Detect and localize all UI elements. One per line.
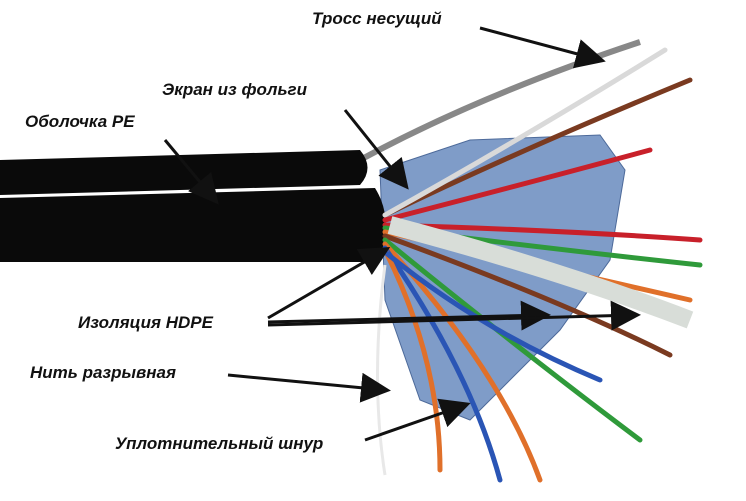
filler-cord: [387, 216, 694, 329]
arrow-insulation-3: [267, 300, 641, 331]
arrow-foil: [343, 109, 409, 190]
arrow-insulation-1: [267, 246, 391, 320]
ripcord: [376, 264, 387, 476]
label-messenger: Тросс несущий: [312, 9, 442, 28]
arrow-filler: [364, 398, 471, 442]
label-sheath: Оболочка PE: [25, 112, 135, 131]
arrow-ripcord: [227, 372, 391, 403]
label-insulation: Изоляция HDPE: [78, 313, 213, 332]
label-foil-screen: Экран из фольги: [162, 80, 307, 99]
arrow-sheath: [163, 139, 219, 205]
arrow-insulation-2: [267, 300, 551, 331]
cable-sheath-upper: [0, 150, 368, 195]
label-filler: Уплотнительный шнур: [115, 434, 324, 453]
label-ripcord: Нить разрывная: [30, 363, 177, 382]
twisted-pairs: [382, 47, 703, 483]
cable-sheath-main: [0, 188, 386, 262]
arrow-messenger: [479, 26, 606, 69]
